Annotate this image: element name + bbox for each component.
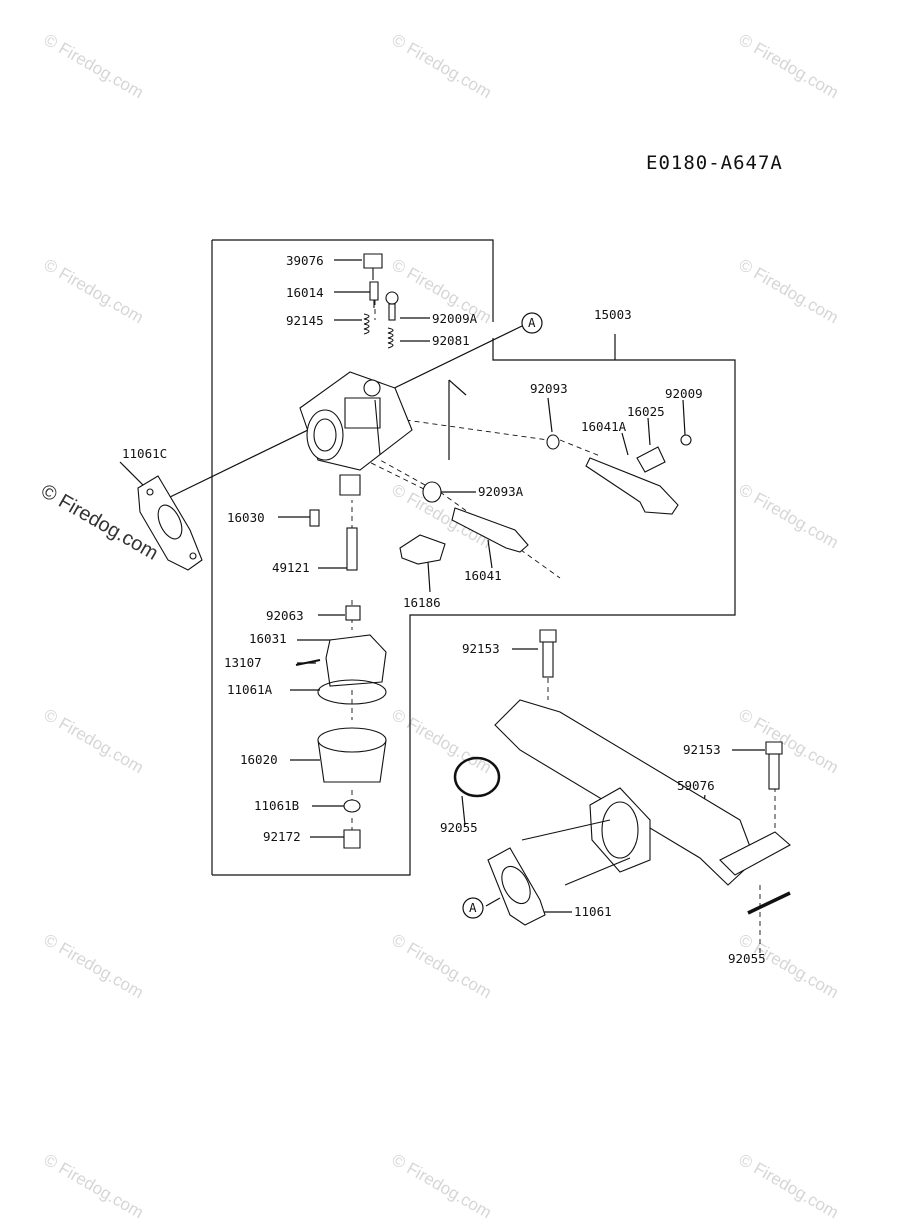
label-11061: 11061 xyxy=(574,904,612,919)
part-16041-shape xyxy=(451,507,529,553)
part-92172-shape xyxy=(343,829,361,849)
part-92153-shape xyxy=(765,741,783,755)
label-16186: 16186 xyxy=(403,595,441,610)
part-92081-shape xyxy=(387,327,394,349)
label-16025: 16025 xyxy=(627,404,665,419)
callout-a-circle xyxy=(521,312,543,334)
part-39076-shape xyxy=(363,253,383,269)
part-16030-shape xyxy=(309,509,320,527)
label-16041: 16041 xyxy=(464,568,502,583)
part-16041A-shape xyxy=(585,457,679,515)
part-11061A-shape xyxy=(317,679,387,705)
callout-a-circle xyxy=(462,897,484,919)
part-16186-shape xyxy=(399,534,446,565)
label-16041A: 16041A xyxy=(581,419,627,434)
label-92055: 92055 xyxy=(728,951,766,966)
part-92055-ring-shape xyxy=(453,756,501,798)
part-92055-strip-shape xyxy=(747,891,791,915)
label-92093: 92093 xyxy=(530,381,568,396)
label-49121: 49121 xyxy=(272,560,310,575)
part-16014-shape xyxy=(369,281,379,301)
label-92153: 92153 xyxy=(462,641,500,656)
label-16014: 16014 xyxy=(286,285,324,300)
label-15003: 15003 xyxy=(594,307,632,322)
label-16020: 16020 xyxy=(240,752,278,767)
part-16031-shape xyxy=(325,634,387,687)
label-92093A: 92093A xyxy=(478,484,524,499)
label-92063: 92063 xyxy=(266,608,304,623)
label-92009: 92009 xyxy=(665,386,703,401)
part-16025-shape xyxy=(636,446,666,473)
label-39076: 39076 xyxy=(286,253,324,268)
part-92093-shape xyxy=(546,434,560,450)
label-92145: 92145 xyxy=(286,313,324,328)
label-92153: 92153 xyxy=(683,742,721,757)
part-92093A-shape xyxy=(422,481,442,503)
label-92081: 92081 xyxy=(432,333,470,348)
label-16030: 16030 xyxy=(227,510,265,525)
label-92009A: 92009A xyxy=(432,311,478,326)
part-49121-shape xyxy=(346,527,358,571)
label-11061C: 11061C xyxy=(122,446,167,461)
label-92055: 92055 xyxy=(440,820,478,835)
label-16031: 16031 xyxy=(249,631,287,646)
label-13107: 13107 xyxy=(224,655,262,670)
diagram-code: E0180-A647A xyxy=(646,152,783,174)
label-59076: 59076 xyxy=(677,778,715,793)
part-92145-shape xyxy=(363,313,370,335)
callout-a: A xyxy=(528,315,536,330)
label-11061A: 11061A xyxy=(227,682,273,697)
group-outline-carburetor xyxy=(212,239,494,322)
part-11061B-shape xyxy=(343,799,361,813)
part-92153-shape xyxy=(539,629,557,643)
label-11061B: 11061B xyxy=(254,798,299,813)
part-92063-shape xyxy=(345,605,361,621)
label-92172: 92172 xyxy=(263,829,301,844)
callout-a: A xyxy=(469,900,477,915)
